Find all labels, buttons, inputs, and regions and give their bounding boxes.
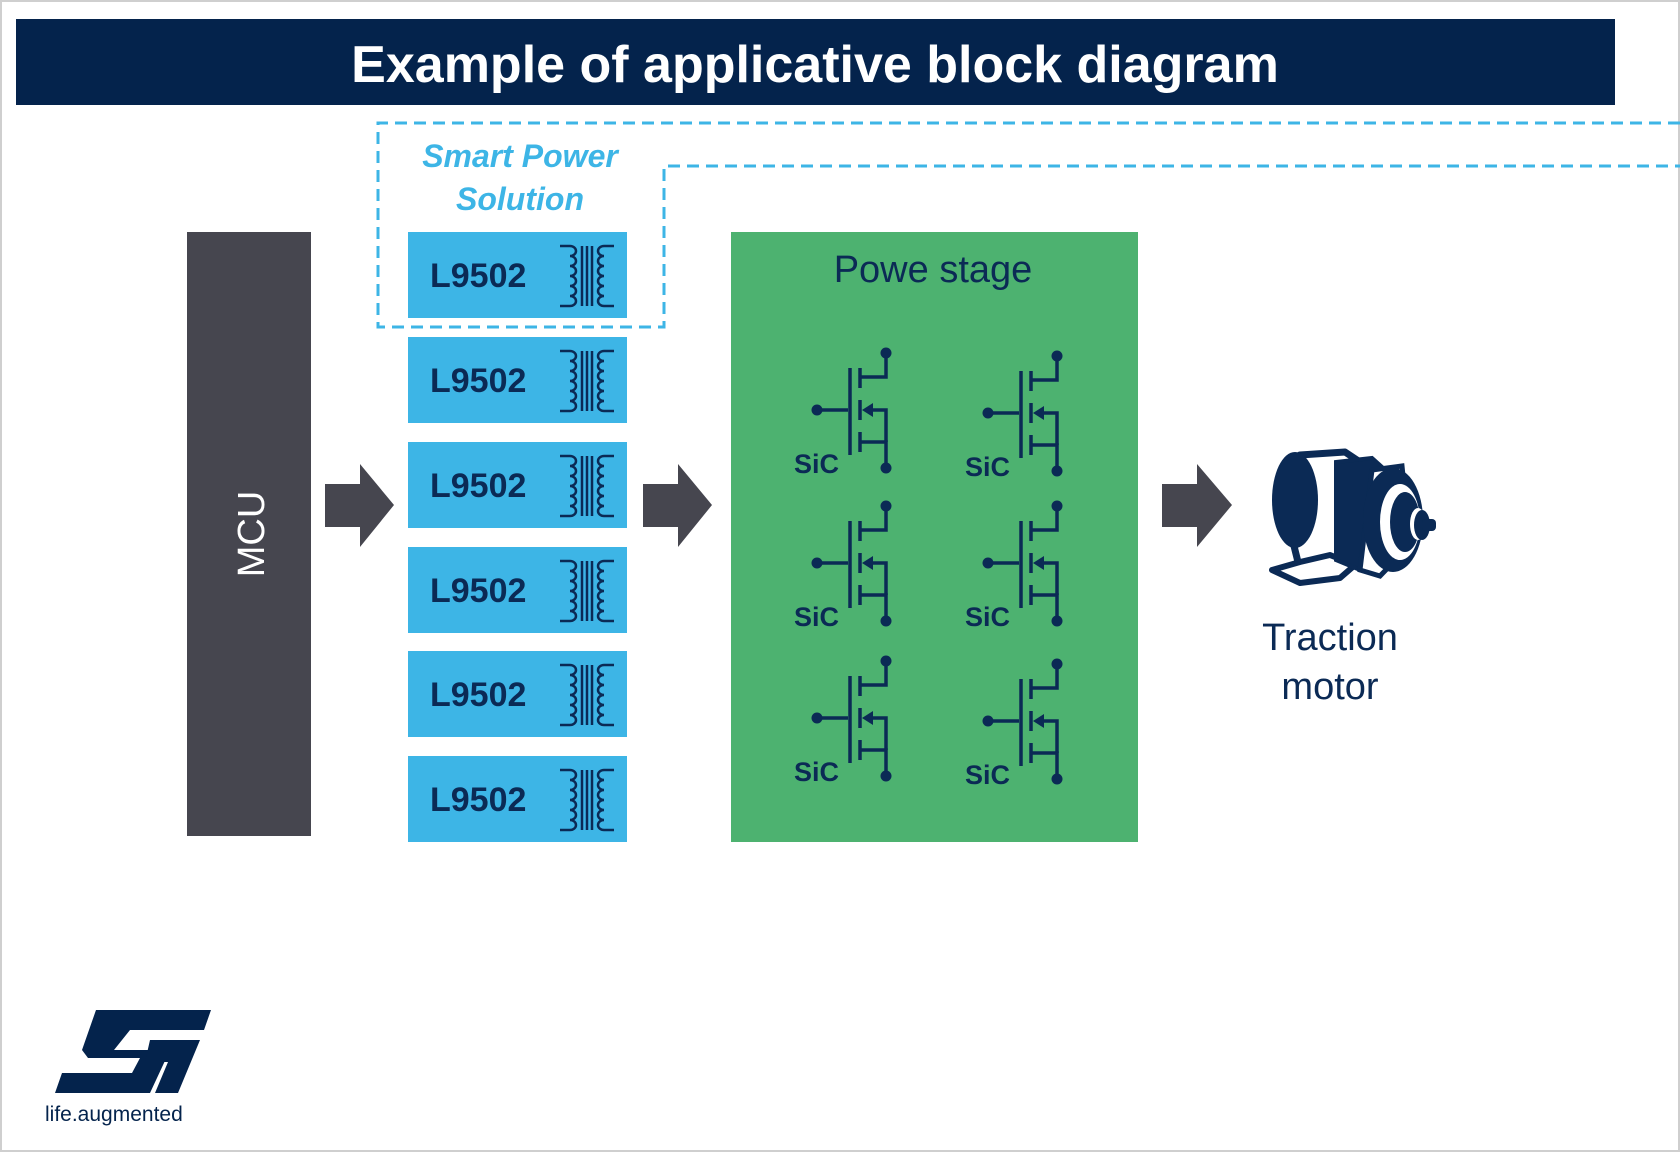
- sic-mosfet: SiC: [794, 500, 892, 632]
- power-stage-block: [731, 232, 1138, 842]
- transformer-icon: [560, 559, 614, 623]
- transformer-icon: [560, 349, 614, 413]
- transformer-icon: [560, 454, 614, 518]
- sic-mosfet: SiC: [794, 655, 892, 787]
- title-bar: [16, 19, 1615, 105]
- transformer-icon: [560, 768, 614, 832]
- motor-label-line2: motor: [1281, 666, 1378, 708]
- mcu-label: MCU: [231, 491, 273, 578]
- driver-label: L9502: [430, 676, 526, 714]
- driver-label: L9502: [430, 257, 526, 295]
- switch-grid: SiC SiC SiC SiC SiC SiC: [794, 347, 1063, 790]
- sic-label: SiC: [794, 449, 839, 479]
- sic-mosfet: SiC: [965, 350, 1063, 482]
- driver-label: L9502: [430, 572, 526, 610]
- driver-block: L9502: [408, 442, 627, 528]
- driver-block: L9502: [408, 547, 627, 633]
- driver-block: L9502: [408, 756, 627, 842]
- driver-box: [408, 547, 627, 633]
- driver-block: L9502: [408, 337, 627, 423]
- driver-label: L9502: [430, 362, 526, 400]
- smart-power-outline: [376, 121, 1680, 329]
- driver-block: L9502: [408, 232, 627, 318]
- sic-label: SiC: [965, 760, 1010, 790]
- mosfet-icon: [811, 655, 892, 782]
- arrow-right-icon: [1162, 464, 1232, 547]
- mosfet-icon: [811, 347, 892, 474]
- driver-label: L9502: [430, 781, 526, 819]
- smart-power-label-line2: Solution: [456, 181, 584, 217]
- driver-block: L9502: [408, 651, 627, 737]
- motor-icon: [1269, 448, 1436, 586]
- sic-mosfet: SiC: [794, 347, 892, 479]
- driver-box: [408, 337, 627, 423]
- sic-label: SiC: [965, 452, 1010, 482]
- power-stage-title: Powe stage: [834, 249, 1033, 291]
- sic-label: SiC: [794, 757, 839, 787]
- page-title: Example of applicative block diagram: [351, 36, 1279, 94]
- smart-power-label-line1: Smart Power: [422, 138, 619, 174]
- driver-label: L9502: [430, 467, 526, 505]
- sic-mosfet: SiC: [965, 658, 1063, 790]
- mosfet-icon: [982, 500, 1063, 627]
- arrow-right-icon: [325, 464, 394, 547]
- mosfet-icon: [982, 350, 1063, 477]
- sic-label: SiC: [794, 602, 839, 632]
- motor-label-line1: Traction: [1262, 617, 1398, 659]
- driver-box: [408, 651, 627, 737]
- mosfet-icon: [811, 500, 892, 627]
- driver-box: [408, 442, 627, 528]
- mosfet-icon: [982, 658, 1063, 785]
- logo-tagline: life.augmented: [45, 1103, 183, 1126]
- mcu-block: [187, 232, 311, 836]
- driver-box: [408, 756, 627, 842]
- arrow-right-icon: [643, 464, 712, 547]
- st-logo: [55, 1010, 211, 1093]
- transformer-icon: [560, 663, 614, 727]
- sic-label: SiC: [965, 602, 1010, 632]
- sic-mosfet: SiC: [965, 500, 1063, 632]
- driver-box: [408, 232, 627, 318]
- transformer-icon: [560, 244, 614, 308]
